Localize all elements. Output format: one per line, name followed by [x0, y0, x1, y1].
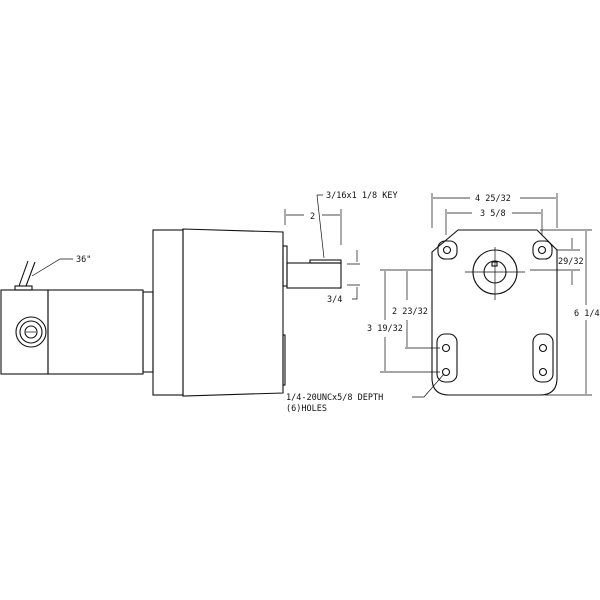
mounting-plate	[282, 245, 288, 287]
brush-cap-icon	[15, 316, 47, 348]
shaft-diameter-label: 3/4	[327, 295, 342, 305]
output-shaft-end	[465, 247, 525, 300]
upper-slot-hole-distance-label: 2 23/32	[392, 307, 428, 317]
overall-width-label: 4 25/32	[475, 194, 511, 204]
lead-wire	[14, 258, 73, 291]
lower-slot-hole-distance-label: 3 19/32	[367, 324, 403, 334]
overall-height-label: 6 1/4	[574, 309, 600, 319]
end-view: 4 25/32 3 5/8 6 1/4 29/32 2 23/32 3 19/3…	[286, 193, 600, 414]
motor-body	[47, 289, 144, 375]
bottom-mount-slots	[436, 333, 554, 383]
side-view: 36" 2 3/16x1 1/8 KEY 3/4	[0, 191, 398, 397]
gearbox-housing	[182, 228, 284, 397]
top-hole-offset-label: 29/32	[558, 257, 584, 267]
top-mount-holes	[437, 240, 553, 260]
plate-edge	[282, 334, 286, 386]
gearbox-face-outline	[431, 229, 558, 396]
key-label: 3/16x1 1/8 KEY	[326, 191, 398, 201]
hole-callout-line2: (6)HOLES	[286, 404, 327, 414]
output-shaft	[286, 262, 342, 289]
hole-callout-line1: 1/4-20UNCx5/8 DEPTH	[286, 393, 383, 403]
shaft-key	[309, 259, 342, 264]
hole-spacing-width-label: 3 5/8	[480, 209, 506, 219]
gearbox-flange	[152, 229, 184, 396]
lead-length-label: 36"	[76, 255, 91, 265]
motor-collar	[142, 291, 154, 373]
shaft-length-label: 2	[310, 212, 315, 222]
